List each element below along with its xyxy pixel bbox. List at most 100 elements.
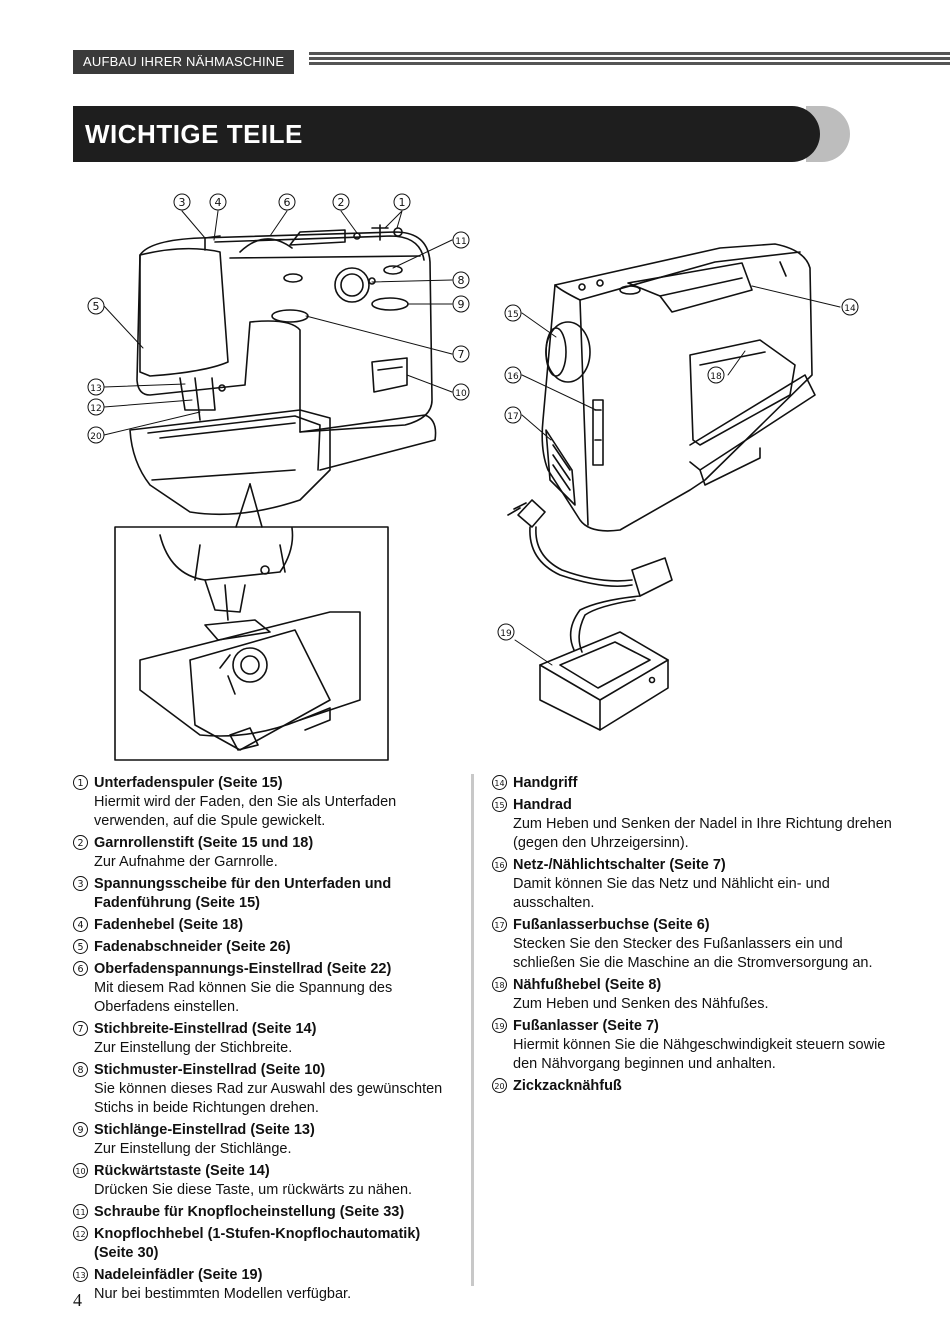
item-description: Zum Heben und Senken der Nadel in Ihre R…: [513, 816, 892, 851]
item-description: Stecken Sie den Stecker des Fußanlassers…: [513, 936, 873, 971]
svg-text:2: 2: [338, 196, 345, 209]
page-number: 4: [73, 1290, 82, 1310]
page-title: WICHTIGE TEILE: [85, 119, 303, 149]
svg-text:7: 7: [458, 348, 465, 361]
item-heading: Handgriff: [513, 775, 578, 791]
svg-text:15: 15: [507, 310, 518, 320]
item-heading: Netz-/Nählichtschalter (Seite 7): [513, 857, 726, 873]
item-description: Damit können Sie das Netz und Nählicht e…: [513, 876, 830, 911]
list-item: 11 Schraube für Knopflocheinstellung (Se…: [73, 1203, 463, 1222]
item-heading: Handrad: [513, 797, 572, 813]
list-item: 8 Stichmuster-Einstellrad (Seite 10) Sie…: [73, 1061, 463, 1118]
item-description: Nur bei bestimmten Modellen verfügbar.: [94, 1286, 352, 1302]
list-item: 10 Rückwärtstaste (Seite 14) Drücken Sie…: [73, 1162, 463, 1200]
svg-text:8: 8: [458, 274, 465, 287]
parts-list-left: 1 Unterfadenspuler (Seite 15) Hiermit wi…: [73, 774, 463, 1307]
item-number: 20: [492, 1078, 507, 1093]
item-heading: Rückwärtstaste (Seite 14): [94, 1163, 270, 1179]
item-heading: Schraube für Knopflocheinstellung (Seite…: [94, 1204, 405, 1220]
svg-text:13: 13: [90, 384, 101, 394]
list-item: 13 Nadeleinfädler (Seite 19) Nur bei bes…: [73, 1266, 463, 1304]
list-item: 14 Handgriff: [492, 774, 892, 793]
item-number: 5: [73, 939, 88, 954]
item-heading: Knopflochhebel (1-Stufen-Knopflochautoma…: [94, 1226, 421, 1261]
svg-text:18: 18: [710, 372, 722, 382]
item-number: 8: [73, 1062, 88, 1077]
item-number: 14: [492, 775, 507, 790]
back-machine-drawing: [541, 243, 816, 532]
svg-text:6: 6: [284, 196, 291, 209]
list-item: 7 Stichbreite-Einstellrad (Seite 14) Zur…: [73, 1020, 463, 1058]
list-item: 9 Stichlänge-Einstellrad (Seite 13) Zur …: [73, 1121, 463, 1159]
item-number: 15: [492, 797, 507, 812]
item-heading: Nadeleinfädler (Seite 19): [94, 1267, 263, 1283]
item-heading: Unterfadenspuler (Seite 15): [94, 775, 283, 791]
list-item: 15 Handrad Zum Heben und Senken der Nade…: [492, 796, 892, 853]
list-item: 2 Garnrollenstift (Seite 15 und 18) Zur …: [73, 834, 463, 872]
item-heading: Stichlänge-Einstellrad (Seite 13): [94, 1122, 315, 1138]
callout-3: 3: [173, 193, 191, 211]
callout-12: 12: [87, 398, 105, 416]
list-item: 1 Unterfadenspuler (Seite 15) Hiermit wi…: [73, 774, 463, 831]
item-heading: Spannungsscheibe für den Unterfaden und …: [94, 876, 392, 911]
callout-6: 6: [278, 193, 296, 211]
item-description: Zur Aufnahme der Garnrolle.: [94, 854, 278, 870]
item-number: 10: [73, 1163, 88, 1178]
svg-text:12: 12: [90, 404, 101, 414]
item-description: Zur Einstellung der Stichlänge.: [94, 1141, 292, 1157]
item-description: Zur Einstellung der Stichbreite.: [94, 1040, 293, 1056]
item-description: Sie können dieses Rad zur Auswahl des ge…: [94, 1081, 443, 1116]
svg-text:5: 5: [93, 300, 100, 313]
callout-16: 16: [504, 366, 522, 384]
item-number: 7: [73, 1021, 88, 1036]
callout-7: 7: [452, 345, 470, 363]
list-item: 17 Fußanlasserbuchse (Seite 6) Stecken S…: [492, 916, 892, 973]
callout-4: 4: [209, 193, 227, 211]
callout-17: 17: [504, 406, 522, 424]
list-item: 3 Spannungsscheibe für den Unterfaden un…: [73, 875, 463, 913]
item-number: 16: [492, 857, 507, 872]
callout-10: 10: [452, 383, 470, 401]
callout-19: 19: [497, 623, 515, 641]
callout-9: 9: [452, 295, 470, 313]
svg-text:17: 17: [507, 412, 518, 422]
item-heading: Fadenabschneider (Seite 26): [94, 939, 291, 955]
item-description: Hiermit können Sie die Nähgeschwindigkei…: [513, 1037, 886, 1072]
item-number: 1: [73, 775, 88, 790]
callout-11: 11: [452, 231, 470, 249]
svg-text:14: 14: [844, 304, 856, 314]
svg-text:4: 4: [215, 196, 222, 209]
front-machine-drawing: [129, 224, 437, 516]
list-item: 16 Netz-/Nählichtschalter (Seite 7) Dami…: [492, 856, 892, 913]
item-heading: Fadenhebel (Seite 18): [94, 917, 244, 933]
svg-text:11: 11: [455, 237, 466, 247]
callout-8: 8: [452, 271, 470, 289]
parts-list-right: 14 Handgriff 15 Handrad Zum Heben und Se…: [492, 774, 892, 1099]
list-item: 18 Nähfußhebel (Seite 8) Zum Heben und S…: [492, 976, 892, 1014]
callout-15: 15: [504, 304, 522, 322]
item-number: 19: [492, 1018, 507, 1033]
svg-text:19: 19: [500, 629, 512, 639]
item-number: 6: [73, 961, 88, 976]
item-description: Zum Heben und Senken des Nähfußes.: [513, 996, 769, 1012]
svg-text:3: 3: [179, 196, 186, 209]
title-banner: WICHTIGE TEILE: [73, 106, 820, 162]
item-number: 3: [73, 876, 88, 891]
item-heading: Oberfadenspannungs-Einstellrad (Seite 22…: [94, 961, 392, 977]
svg-text:10: 10: [455, 389, 467, 399]
callout-13: 13: [87, 378, 105, 396]
section-header: AUFBAU IHRER NÄHMASCHINE: [73, 50, 950, 74]
item-number: 17: [492, 917, 507, 932]
section-label: AUFBAU IHRER NÄHMASCHINE: [73, 50, 295, 74]
callout-1: 1: [393, 193, 411, 211]
item-heading: Fußanlasser (Seite 7): [513, 1018, 659, 1034]
list-item: 19 Fußanlasser (Seite 7) Hiermit können …: [492, 1017, 892, 1074]
item-heading: Garnrollenstift (Seite 15 und 18): [94, 835, 314, 851]
svg-text:16: 16: [507, 372, 519, 382]
svg-text:20: 20: [90, 432, 102, 442]
list-item: 12 Knopflochhebel (1-Stufen-Knopflochaut…: [73, 1225, 463, 1263]
item-number: 11: [73, 1204, 88, 1219]
item-heading: Stichbreite-Einstellrad (Seite 14): [94, 1021, 317, 1037]
item-number: 18: [492, 977, 507, 992]
list-item: 20 Zickzacknähfuß: [492, 1077, 892, 1096]
